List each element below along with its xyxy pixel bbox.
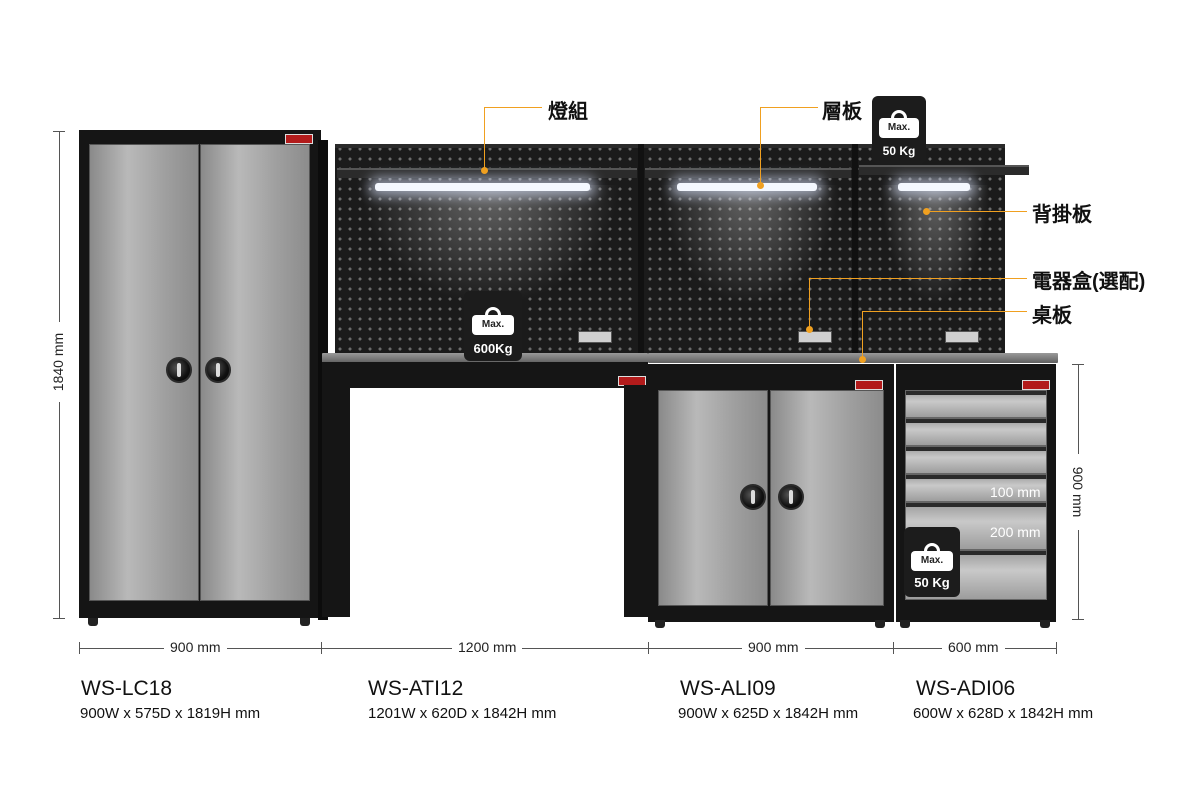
cabinet-foot: [300, 618, 310, 626]
pegboard-frame: [335, 144, 1005, 148]
top-shelf: [859, 165, 1029, 175]
product-model: WS-ATI12: [368, 677, 464, 700]
power-box: [945, 331, 979, 343]
dim-tick: [1072, 364, 1084, 365]
callout-worktop: 桌板: [1032, 305, 1072, 327]
dim-width-ati12: 1200 mm: [452, 639, 523, 655]
dim-tick: [79, 642, 80, 654]
dim-height-total: 1840 mm: [46, 322, 70, 402]
drawer-load-value: 50 Kg: [914, 575, 950, 590]
weight-icon: Max.: [879, 118, 919, 138]
dim-drawer-100: 100 mm: [990, 484, 1041, 500]
drawer: [905, 418, 1047, 446]
dim-tick: [321, 642, 322, 654]
dim-tick: [53, 131, 65, 132]
weight-icon: Max.: [911, 551, 953, 571]
product-spec: 600W x 628D x 1842H mm: [913, 705, 1094, 722]
product-spec: 900W x 575D x 1819H mm: [80, 705, 261, 722]
callout-dot: [806, 326, 813, 333]
callout-dot: [923, 208, 930, 215]
callout-dot: [859, 356, 866, 363]
product-model: WS-ADI06: [916, 677, 1016, 700]
product-spec: 900W x 625D x 1842H mm: [678, 705, 859, 722]
drawer: [905, 446, 1047, 474]
shelf-load-badge: Max. 50 Kg: [872, 96, 926, 164]
weight-icon: Max.: [472, 315, 514, 335]
cabinet-handle-icon: [166, 357, 192, 383]
product-model: WS-ALI09: [680, 677, 776, 700]
callout-line-worktop: [862, 311, 1027, 312]
brand-logo-icon: [285, 134, 313, 144]
drawer: [905, 474, 1047, 502]
dim-tick: [893, 642, 894, 654]
light-shelf: [645, 168, 851, 178]
callout-line-worktop: [862, 311, 863, 359]
cabinet-handle-icon: [778, 484, 804, 510]
led-light-bar: [677, 183, 817, 191]
bench-load-badge: Max. 600Kg: [464, 291, 522, 361]
power-box: [798, 331, 832, 343]
callout-dot: [757, 182, 764, 189]
worktop-apron: [322, 362, 648, 388]
callout-line-lights: [484, 107, 542, 108]
dim-tick: [53, 618, 65, 619]
dim-tick: [1056, 642, 1057, 654]
worktop-right: [648, 353, 1058, 363]
pegboard-panel: [335, 144, 1005, 354]
callout-line-power-box: [809, 278, 810, 330]
drawer: [905, 390, 1047, 418]
callout-power-box: 電器盒(選配): [1032, 271, 1146, 293]
cabinet-foot: [900, 620, 910, 628]
dim-drawer-200: 200 mm: [990, 524, 1041, 540]
callout-line-pegboard: [927, 211, 1027, 212]
product-model: WS-LC18: [81, 677, 173, 700]
callout-line-power-box: [809, 278, 1027, 279]
cabinet-foot: [1040, 620, 1050, 628]
pegboard-divider: [638, 144, 644, 354]
callout-line-lights: [484, 107, 485, 171]
cabinet-foot: [875, 620, 885, 628]
dim-width-adi06: 600 mm: [942, 639, 1005, 655]
product-spec: 1201W x 620D x 1842H mm: [368, 705, 557, 722]
cabinet-handle-icon: [205, 357, 231, 383]
pegboard-divider: [852, 144, 858, 354]
callout-line-shelf: [760, 107, 818, 108]
led-light-bar: [898, 183, 970, 191]
drawer: [905, 502, 1047, 550]
light-glow: [880, 185, 990, 305]
bench-load-value: 600Kg: [473, 341, 513, 356]
drawer-load-badge: Max. 50 Kg: [904, 527, 960, 597]
callout-pegboard: 背掛板: [1032, 204, 1092, 226]
callout-shelf: 層板: [822, 101, 862, 123]
brand-logo-icon: [855, 380, 883, 390]
cabinet-handle-icon: [740, 484, 766, 510]
power-box: [578, 331, 612, 343]
dim-height-bench: 900 mm: [1066, 454, 1090, 530]
dim-tick: [648, 642, 649, 654]
light-glow: [660, 185, 840, 305]
callout-lights: 燈組: [548, 101, 588, 123]
callout-dot: [481, 167, 488, 174]
dim-width-lc18: 900 mm: [164, 639, 227, 655]
shelf-load-value: 50 Kg: [882, 144, 916, 158]
callout-line-shelf: [760, 107, 761, 185]
bench-leg: [322, 385, 350, 617]
cabinet-foot: [655, 620, 665, 628]
dim-line-width: [79, 648, 1057, 649]
light-glow: [360, 185, 620, 305]
dim-width-ali09: 900 mm: [742, 639, 805, 655]
dim-tick: [1072, 619, 1084, 620]
brand-logo-icon: [1022, 380, 1050, 390]
led-light-bar: [375, 183, 590, 191]
bench-leg: [624, 385, 648, 617]
cabinet-foot: [88, 618, 98, 626]
